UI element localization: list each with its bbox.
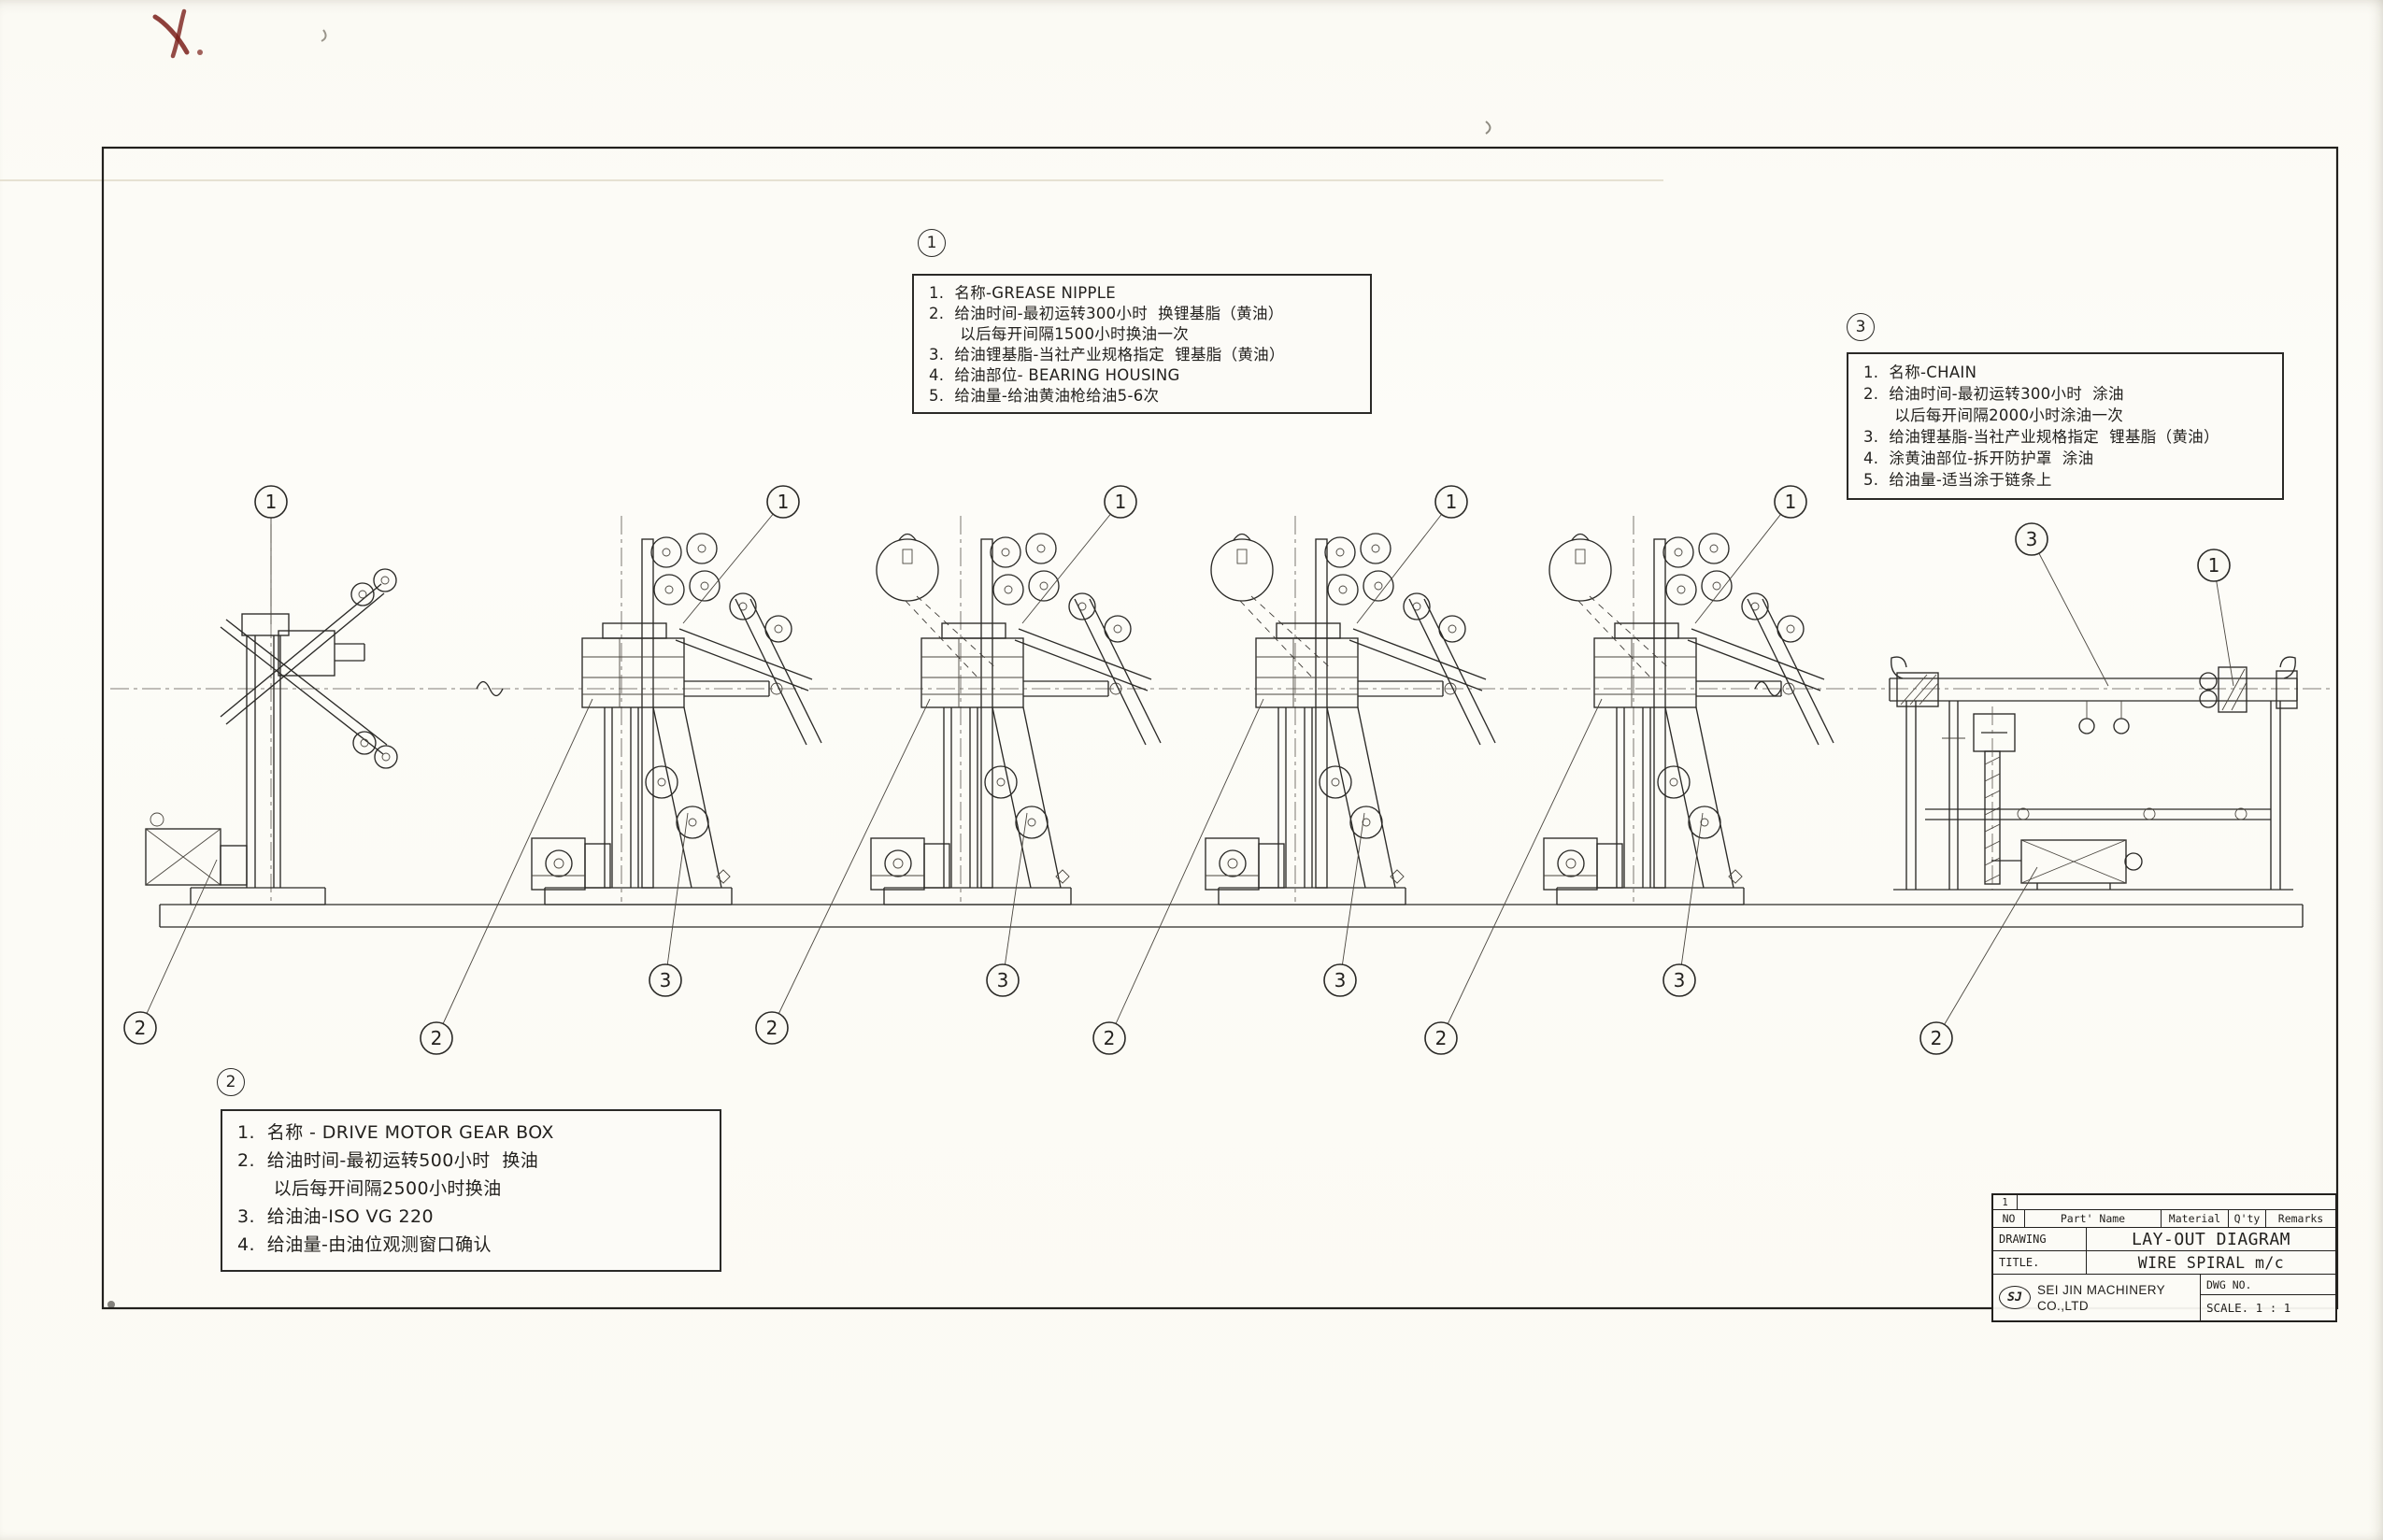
scale-label: SCALE. 1 : 1 bbox=[2206, 1301, 2291, 1315]
note-line: 2. 给油时间-最初运转500小时 换油 bbox=[237, 1150, 539, 1171]
company-name-line2: CO.,LTD bbox=[2037, 1298, 2090, 1313]
callout-1: 1 bbox=[1356, 485, 1468, 624]
shaft-break-mark bbox=[1754, 680, 1782, 697]
svg-text:2: 2 bbox=[1104, 1027, 1116, 1049]
note-line: 4. 给油量-由油位观测窗口确认 bbox=[237, 1234, 492, 1255]
machine-station-1 bbox=[145, 492, 398, 905]
note-line: 5. 给油量-给油黄油枪给油5-6次 bbox=[929, 387, 1160, 405]
svg-text:1: 1 bbox=[1446, 491, 1458, 513]
note-3-balloon: 3 bbox=[1847, 313, 1875, 341]
note-line: 2. 给油时间-最初运转300小时 涂油 bbox=[1863, 385, 2124, 403]
drawing-border bbox=[101, 146, 2339, 1310]
callout-2: 2 bbox=[420, 698, 593, 1055]
callout-balloons: 1 1 1 1 1 1 2 2 2 2 2 2 3 3 3 3 3 bbox=[123, 485, 2234, 1055]
callout-2: 2 bbox=[1919, 866, 2038, 1055]
note-chain: 1. 名称-CHAIN 2. 给油时间-最初运转300小时 涂油 以后每开间隔2… bbox=[1847, 352, 2284, 500]
callout-2: 2 bbox=[1092, 698, 1264, 1055]
col-part-name: Part' Name bbox=[2025, 1210, 2162, 1227]
machine-station-3 bbox=[870, 515, 1162, 905]
title-block-title-row: TITLE. WIRE SPIRAL m/c bbox=[1993, 1251, 2335, 1275]
note-line: 3. 给油锂基脂-当社产业规格指定 锂基脂（黄油） bbox=[1863, 428, 2219, 446]
callout-1: 1 bbox=[254, 485, 288, 624]
company-logo: SJ bbox=[1999, 1286, 2031, 1309]
title-block-item-row: 1 bbox=[1993, 1195, 2335, 1210]
callout-2: 2 bbox=[123, 859, 218, 1045]
company-cell: SJ SEI JIN MACHINERY CO.,LTD bbox=[1993, 1275, 2201, 1320]
note-line: 以后每开间隔1500小时换油一次 bbox=[929, 325, 1190, 343]
note-grease-nipple: 1. 名称-GREASE NIPPLE 2. 给油时间-最初运转300小时 换锂… bbox=[912, 274, 1372, 414]
machine-station-2 bbox=[531, 515, 822, 905]
callout-2: 2 bbox=[1424, 698, 1603, 1055]
svg-text:2: 2 bbox=[1931, 1027, 1943, 1049]
note-line: 3. 给油油-ISO VG 220 bbox=[237, 1206, 434, 1227]
note-line: 1. 名称-CHAIN bbox=[1863, 364, 1977, 381]
note-line: 1. 名称-GREASE NIPPLE bbox=[929, 284, 1117, 302]
svg-text:2: 2 bbox=[766, 1017, 778, 1039]
svg-text:2: 2 bbox=[1435, 1027, 1448, 1049]
machine-end-view bbox=[1889, 656, 2298, 891]
svg-text:3: 3 bbox=[1334, 969, 1347, 991]
note-1-balloon: 1 bbox=[918, 229, 946, 257]
callout-3: 3 bbox=[1662, 812, 1704, 997]
note-line: 4. 给油部位- BEARING HOUSING bbox=[929, 366, 1180, 384]
svg-text:1: 1 bbox=[1115, 491, 1127, 513]
svg-text:1: 1 bbox=[265, 491, 278, 513]
col-material: Material bbox=[2162, 1210, 2229, 1227]
shaft-break-mark bbox=[476, 680, 504, 697]
scan-artifacts bbox=[0, 8, 1663, 1308]
title-label: TITLE. bbox=[1993, 1251, 2087, 1274]
svg-text:3: 3 bbox=[2026, 528, 2038, 550]
note-2-balloon: 2 bbox=[217, 1068, 245, 1096]
note-line: 以后每开间隔2000小时涂油一次 bbox=[1863, 406, 2124, 424]
machine-station-4 bbox=[1205, 515, 1496, 905]
drawing-title-line1: LAY-OUT DIAGRAM bbox=[2131, 1229, 2291, 1249]
note-line: 2. 给油时间-最初运转300小时 换锂基脂（黄油） bbox=[929, 305, 1284, 322]
callout-1: 1 bbox=[1694, 485, 1807, 624]
note-line: 1. 名称 - DRIVE MOTOR GEAR BOX bbox=[237, 1122, 554, 1143]
svg-text:1: 1 bbox=[1785, 491, 1797, 513]
svg-text:1: 1 bbox=[2208, 554, 2220, 577]
svg-text:2: 2 bbox=[431, 1027, 443, 1049]
svg-text:3: 3 bbox=[660, 969, 672, 991]
item-row-blank bbox=[2018, 1195, 2335, 1209]
svg-text:1: 1 bbox=[778, 491, 790, 513]
svg-text:2: 2 bbox=[135, 1017, 147, 1039]
dwg-no-label: DWG NO. bbox=[2201, 1275, 2335, 1295]
item-no: 1 bbox=[1993, 1195, 2018, 1209]
callout-3: 3 bbox=[649, 812, 689, 997]
col-no: NO bbox=[1993, 1210, 2025, 1227]
col-qty: Q'ty bbox=[2229, 1210, 2266, 1227]
note-line: 3. 给油锂基脂-当社产业规格指定 锂基脂（黄油） bbox=[929, 346, 1285, 364]
drawing-title-line2: WIRE SPIRAL m/c bbox=[2137, 1253, 2285, 1272]
callout-1: 1 bbox=[2197, 549, 2234, 687]
callout-1: 1 bbox=[1021, 485, 1137, 624]
machine-station-5 bbox=[1543, 515, 1834, 905]
drawing-label: DRAWING bbox=[1993, 1228, 2087, 1250]
callout-2: 2 bbox=[755, 698, 931, 1045]
callout-3: 3 bbox=[986, 812, 1028, 997]
note-drive-motor-gear-box: 1. 名称 - DRIVE MOTOR GEAR BOX 2. 给油时间-最初运… bbox=[221, 1109, 721, 1272]
callout-3: 3 bbox=[1323, 812, 1365, 997]
callout-1: 1 bbox=[682, 485, 800, 624]
note-line: 5. 给油量-适当涂于链条上 bbox=[1863, 471, 2052, 489]
title-block-drawing-row: DRAWING LAY-OUT DIAGRAM bbox=[1993, 1228, 2335, 1251]
title-block-header-row: NO Part' Name Material Q'ty Remarks bbox=[1993, 1210, 2335, 1228]
title-block: 1 NO Part' Name Material Q'ty Remarks DR… bbox=[1991, 1193, 2337, 1322]
note-line: 以后每开间隔2500小时换油 bbox=[237, 1178, 502, 1199]
base-rail bbox=[159, 904, 2304, 928]
title-block-company-row: SJ SEI JIN MACHINERY CO.,LTD DWG NO. SCA… bbox=[1993, 1275, 2335, 1320]
company-name-line1: SEI JIN MACHINERY bbox=[2037, 1282, 2166, 1297]
svg-text:3: 3 bbox=[997, 969, 1009, 991]
note-line: 4. 涂黄油部位-拆开防护罩 涂油 bbox=[1863, 449, 2094, 467]
svg-text:3: 3 bbox=[1674, 969, 1686, 991]
callout-3: 3 bbox=[2015, 522, 2109, 687]
col-remarks: Remarks bbox=[2277, 1212, 2324, 1225]
